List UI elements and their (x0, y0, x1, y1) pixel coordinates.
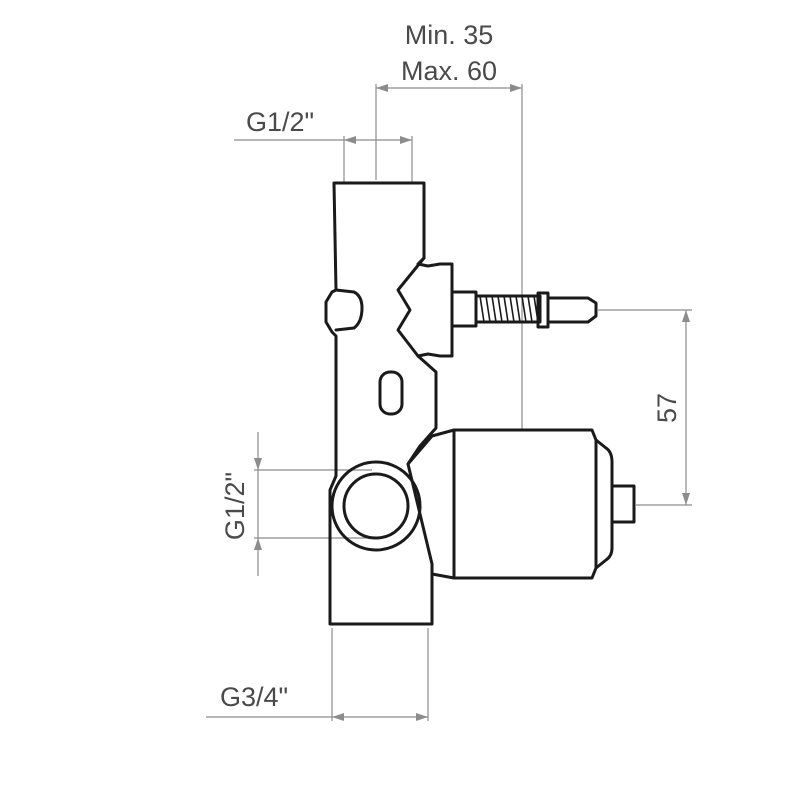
bottom-inlet-dimension: G3/4" (206, 628, 429, 721)
side-outlet-inner-ring (342, 472, 410, 540)
stem-collar (450, 290, 478, 328)
cartridge-housing (406, 428, 636, 580)
stem-offset-arrow-top (682, 310, 690, 322)
threaded-stem (474, 291, 598, 329)
bottom-inlet-arrow-right (416, 713, 428, 721)
bottom-inlet-label: G3/4" (220, 682, 288, 712)
side-outlet-dimension: G1/2" (220, 432, 372, 576)
cartridge-body (406, 428, 598, 580)
depth-arrow-right (510, 84, 522, 92)
depth-min-label: Min. 35 (405, 20, 494, 50)
cartridge-end-cap (594, 438, 614, 570)
valve-hub-cross (396, 256, 426, 358)
body-slot (378, 370, 404, 416)
side-outlet-arrow-bottom (254, 538, 262, 550)
cartridge-spindle (610, 484, 636, 524)
stem-spring (479, 295, 539, 323)
depth-arrow-left (376, 84, 388, 92)
depth-dimension: Min. 35 Max. 60 (375, 20, 523, 430)
valve-hub-left-wing (334, 288, 364, 332)
stem-tip (546, 296, 598, 324)
side-outlet-label: G1/2" (220, 472, 250, 540)
valve-body-outline (324, 181, 454, 626)
stem-offset-label: 57 (652, 393, 682, 423)
bottom-inlet-arrow-left (332, 713, 344, 721)
stem-nut (536, 291, 550, 329)
depth-max-label: Max. 60 (401, 56, 497, 86)
stem-offset-arrow-bottom (682, 493, 690, 505)
top-outlet-dimension: G1/2" (234, 107, 413, 182)
top-outlet-label: G1/2" (246, 107, 314, 137)
top-outlet-arrow-right (400, 136, 412, 144)
side-outlet-outer-ring (330, 460, 422, 552)
stem-offset-dimension: 57 (598, 309, 692, 506)
top-outlet-arrow-left (344, 136, 356, 144)
side-outlet-arrow-top (254, 458, 262, 470)
